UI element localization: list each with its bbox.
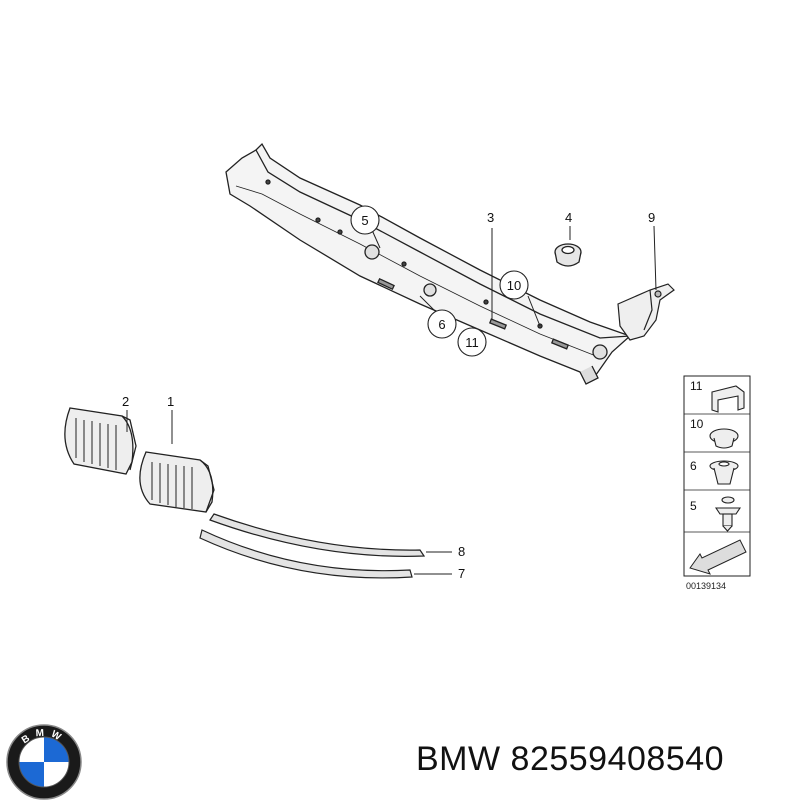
callout-7: 7 [458,566,465,581]
fastener-legend: 11 10 6 5 00139134 [683,375,751,591]
trim-strip-part-8 [209,513,426,557]
screw-icon [714,496,742,532]
bracket-part-9 [617,283,675,341]
clip-icon [711,385,745,413]
legend-label-5: 5 [690,499,697,513]
bmw-logo: BMW [6,724,82,800]
expanding-nut-icon [709,460,739,485]
callouts: 2 1 3 4 9 8 7 5 10 6 11 [122,205,655,581]
legend-label-11: 11 [690,379,703,393]
callout-11-circle [457,327,487,357]
callout-4: 4 [565,210,572,225]
cowl-panel [225,142,632,385]
leader-lines [126,225,657,575]
legend-label-6: 6 [690,459,697,473]
plug-icon [709,428,739,449]
callout-1: 1 [167,394,174,409]
callout-5-circle [350,205,380,235]
part-number: 82559408540 [510,740,725,778]
grommet-part-4 [554,243,582,267]
callout-6-circle [427,309,457,339]
callout-3: 3 [487,210,494,225]
callout-8: 8 [458,544,465,559]
callout-9: 9 [648,210,655,225]
callout-2: 2 [122,394,129,409]
kidney-grille-left [64,407,137,475]
callout-10: 10 [507,278,521,293]
diagram-reference: 00139134 [686,581,726,591]
callout-10-circle [499,270,529,300]
brand-name: BMW [416,740,501,778]
callout-6: 6 [438,317,445,332]
callout-5: 5 [361,213,368,228]
kidney-grille-right [139,451,215,513]
callout-11: 11 [465,335,479,350]
direction-arrow-icon [689,539,747,575]
part-caption: BMW 82559408540 [416,740,724,779]
trim-strip-part-7 [199,529,413,579]
legend-label-10: 10 [690,417,704,431]
